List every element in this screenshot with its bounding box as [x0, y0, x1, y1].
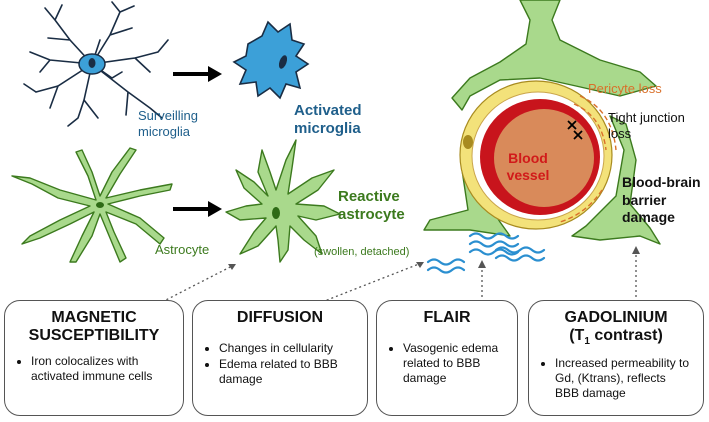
pericyte-nucleus [463, 135, 473, 149]
astrocyte-nucleus [96, 202, 104, 208]
box-title-line2-main: (T [569, 327, 585, 345]
label-surveilling-microglia: Surveilling microglia [138, 108, 198, 139]
box-title-line2: SUSCEPTIBILITY [28, 327, 160, 345]
label-activated-microglia: Activated microglia [294, 102, 362, 137]
bullet-item: Changes in cellularity [219, 341, 357, 356]
label-bbb-damage: Blood-brain barrier damage [622, 174, 701, 225]
box-flair: FLAIR Vasogenic edema related to BBB dam… [376, 300, 518, 416]
box-diffusion: DIFFUSION Changes in cellularity Edema r… [192, 300, 368, 416]
bullet-list: Increased permeability to Gd, (Ktrans), … [539, 356, 693, 401]
edema-water-waves [426, 232, 546, 274]
pericyte-loss-dash-outer [579, 95, 617, 151]
bullet-item: Iron colocalizes with activated immune c… [31, 354, 173, 384]
connector-arrowheads [228, 246, 640, 270]
label-swollen-detached: (swollen, detached) [314, 246, 410, 258]
bullet-item: Vasogenic edema related to BBB damage [403, 341, 507, 386]
label-tight-junction-loss: Tight junction loss [608, 110, 685, 141]
label-blood-vessel: Blood vessel [506, 150, 550, 183]
box-magnetic-susceptibility: MAGNETIC SUSCEPTIBILITY Iron colocalizes… [4, 300, 184, 416]
box-title-line1: GADOLINIUM [564, 309, 668, 326]
microglia-nucleus [88, 58, 96, 68]
tight-junction-loss-marks [567, 120, 583, 140]
astrocyte-cell [11, 147, 173, 263]
box-title-line1: FLAIR [423, 309, 471, 326]
reactive-astrocyte-cell [225, 139, 341, 263]
box-title-flair: FLAIR [387, 309, 507, 327]
box-title-line2-end: contrast) [589, 327, 663, 345]
box-title-subscript: 1 [584, 336, 590, 348]
connector-arrows [161, 250, 637, 303]
pericyte-loss-dash-inner [573, 103, 607, 151]
bullet-list: Iron colocalizes with activated immune c… [15, 354, 173, 384]
bullet-item: Edema related to BBB damage [219, 357, 357, 387]
bullet-list: Changes in cellularity Edema related to … [203, 341, 357, 387]
box-title-magnetic: MAGNETIC SUSCEPTIBILITY [15, 309, 173, 346]
label-pericyte-loss: Pericyte loss [588, 81, 662, 96]
vessel-lumen [494, 109, 594, 207]
label-reactive-astrocyte: Reactive astrocyte [338, 188, 405, 223]
box-title-line1: MAGNETIC [51, 309, 137, 326]
bullet-item: Increased permeability to Gd, (Ktrans), … [555, 356, 693, 401]
label-astrocyte: Astrocyte [155, 242, 210, 257]
box-title-diffusion: DIFFUSION [203, 309, 357, 327]
bullet-list: Vasogenic edema related to BBB damage [387, 341, 507, 386]
box-title-gadolinium: GADOLINIUM (T1 contrast) [539, 309, 693, 348]
pericyte-loss-dash-lower [559, 189, 603, 223]
box-gadolinium: GADOLINIUM (T1 contrast) Increased perme… [528, 300, 704, 416]
transition-arrow-astrocyte [173, 201, 222, 217]
activated-microglia-cell [232, 20, 310, 100]
transition-arrow-microglia [173, 66, 222, 82]
box-title-line1: DIFFUSION [236, 309, 324, 326]
activated-microglia-nucleus [278, 55, 288, 69]
reactive-astrocyte-nucleus [272, 207, 280, 219]
surveilling-microglia-cell [23, 1, 169, 127]
